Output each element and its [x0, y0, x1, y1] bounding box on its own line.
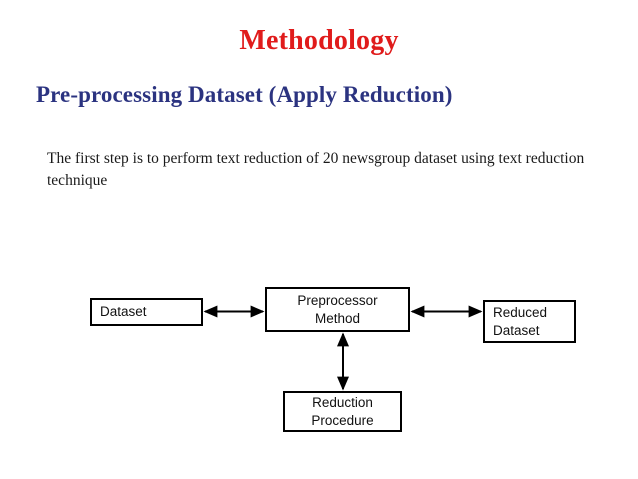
node-reduction-procedure[interactable]: Reduction Procedure	[283, 391, 402, 432]
node-preprocessor-label-line-1: Preprocessor	[297, 292, 378, 308]
node-dataset-label-line-1: Dataset	[100, 304, 147, 319]
node-reduced-label-line-2: Dataset	[493, 322, 540, 338]
section-subtitle: Pre-processing Dataset (Apply Reduction)	[36, 82, 453, 107]
body-paragraph: The first step is to perform text reduct…	[47, 150, 585, 189]
node-dataset[interactable]: Dataset	[90, 298, 203, 326]
node-reduction-label-line-1: Reduction	[312, 394, 373, 410]
node-preprocessor-label-line-2: Method	[314, 310, 361, 326]
node-reduced-label-line-1: Reduced	[493, 304, 548, 320]
page-title: Methodology	[239, 25, 399, 56]
node-reduction-label-line-2: Procedure	[311, 412, 374, 428]
node-reduced-dataset[interactable]: Reduced Dataset	[483, 300, 576, 343]
node-preprocessor-method[interactable]: Preprocessor Method	[265, 287, 410, 332]
